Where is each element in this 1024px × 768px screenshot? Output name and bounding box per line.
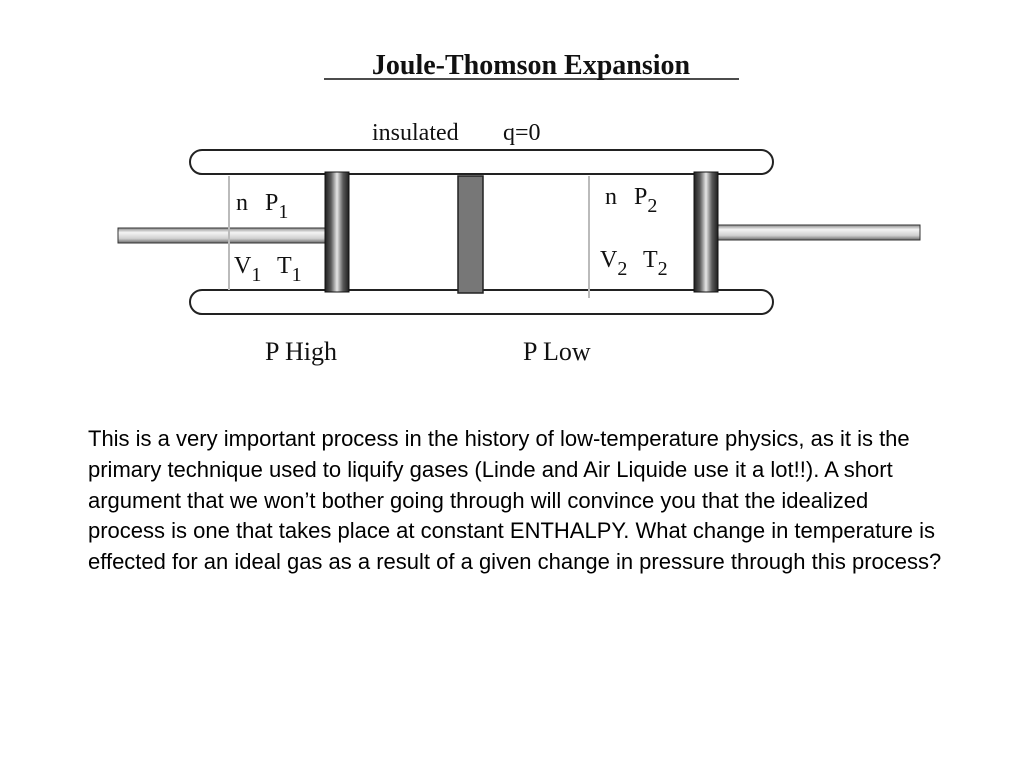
porous-plug [457, 175, 484, 294]
insulated-label: insulated [372, 120, 459, 146]
pressure-low-caption: P Low [523, 337, 591, 366]
right-pressure-label: P2 [634, 184, 657, 217]
description-paragraph: This is a very important process in the … [88, 426, 942, 575]
left-pressure-label: P1 [265, 190, 288, 223]
left-n-label: n [236, 190, 248, 216]
diagram-title: Joule-Thomson Expansion [372, 50, 691, 81]
left-piston [324, 171, 350, 293]
right-piston-rod [715, 224, 921, 241]
right-temperature-label: T2 [643, 247, 668, 280]
pressure-high-caption: P High [265, 337, 337, 366]
joule-thomson-diagram: Joule-Thomson Expansion insulated q=0 n … [117, 50, 921, 366]
right-n-label: n [605, 184, 617, 210]
heat-label: q=0 [503, 120, 541, 146]
right-piston [693, 171, 719, 293]
left-volume-label: V1 [234, 253, 261, 286]
left-piston-rod [117, 227, 329, 244]
left-temperature-label: T1 [277, 253, 302, 286]
right-volume-label: V2 [600, 247, 627, 280]
cylinder-top-wall [189, 149, 774, 175]
